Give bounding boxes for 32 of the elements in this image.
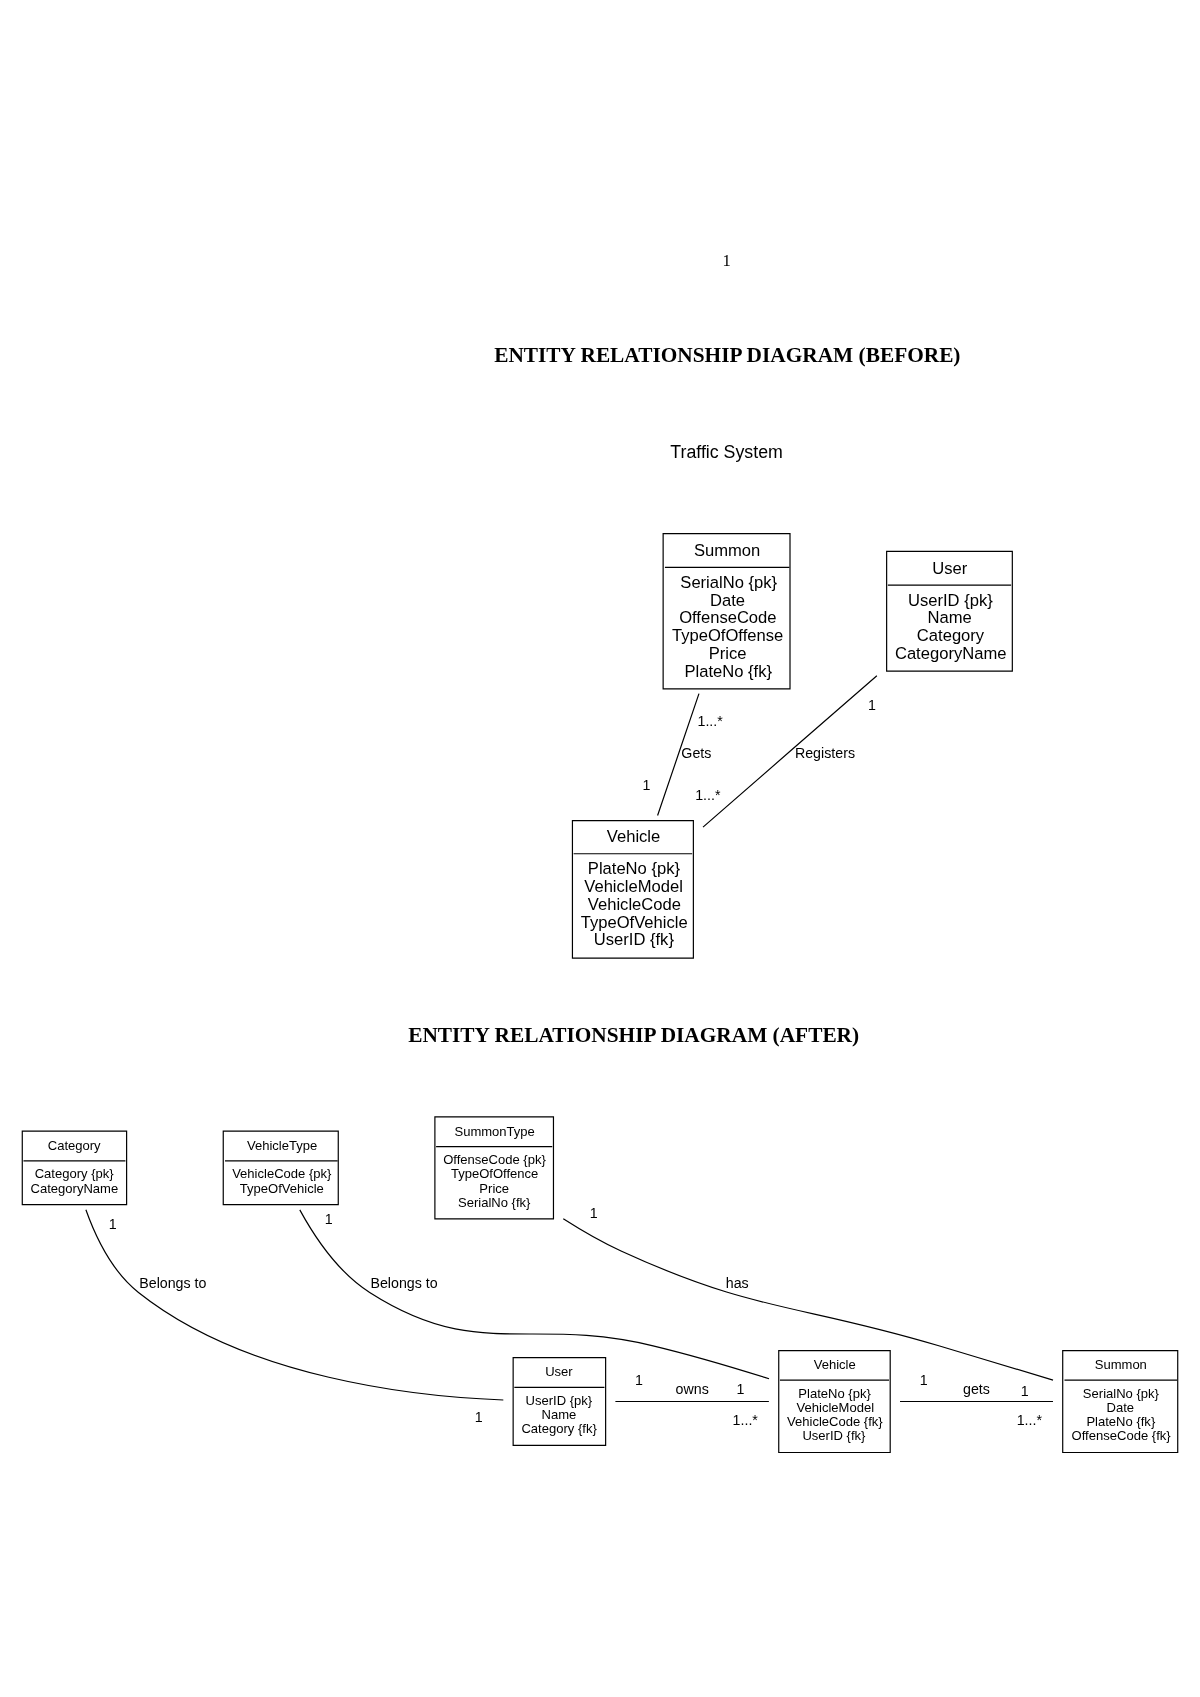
edge-label: owns: [675, 1380, 709, 1397]
edge-label: Gets: [681, 744, 712, 761]
connector: [614, 1400, 770, 1402]
label: 1: [868, 696, 877, 713]
connector: [85, 1208, 504, 1401]
edge-label: Registers: [794, 744, 856, 761]
connector: [299, 1208, 770, 1379]
label: 1: [589, 1204, 598, 1221]
label: ENTITY RELATIONSHIP DIAGRAM (AFTER): [408, 1022, 860, 1047]
label: 1: [642, 776, 651, 793]
label: 1: [108, 1215, 117, 1232]
edge-label: has: [725, 1274, 749, 1291]
connector: [562, 1217, 1054, 1381]
label: 1: [722, 250, 731, 270]
label: 1: [474, 1408, 483, 1425]
label: 1: [1020, 1382, 1029, 1399]
label: 1...*: [1016, 1411, 1043, 1428]
label: 1: [919, 1371, 928, 1388]
connector: [899, 1400, 1054, 1402]
connector: [702, 674, 878, 828]
edge-label: Belongs to: [139, 1274, 207, 1291]
label: 1: [736, 1380, 745, 1397]
connector: [657, 692, 700, 816]
edge-label: gets: [963, 1380, 990, 1397]
edge-label: Belongs to: [370, 1274, 438, 1291]
label: 1: [324, 1210, 333, 1227]
label: 1...*: [697, 712, 723, 729]
label: 1...*: [695, 786, 721, 803]
label: ENTITY RELATIONSHIP DIAGRAM (BEFORE): [494, 342, 961, 367]
label: Traffic System: [670, 441, 783, 462]
label: 1: [635, 1371, 643, 1388]
label: 1...*: [732, 1411, 758, 1428]
